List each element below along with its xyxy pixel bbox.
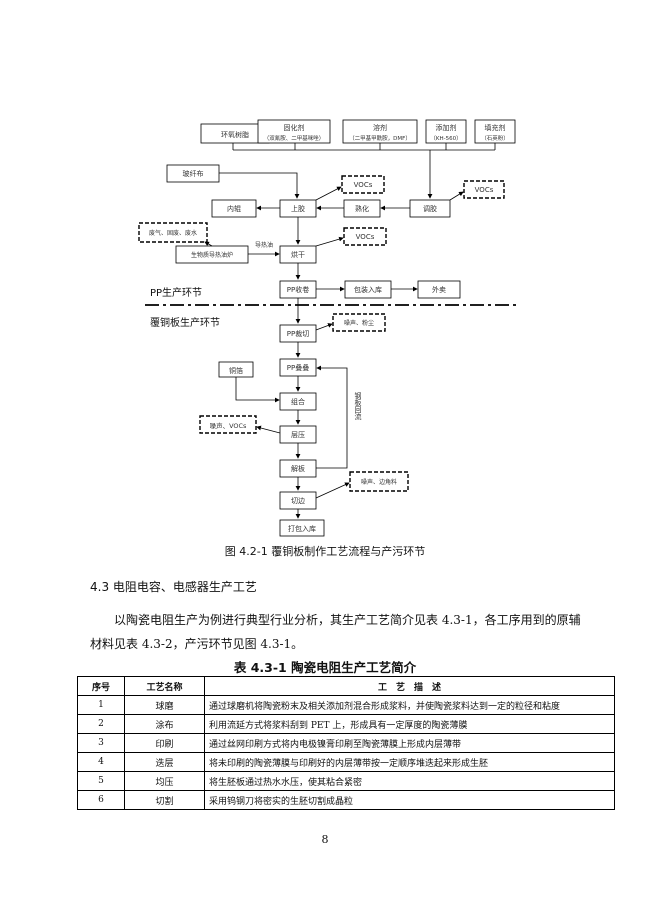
pp-stack-label: PP叠叠 (287, 364, 309, 372)
cell-description: 将未印刷的陶瓷薄膜与印刷好的内层薄带按一定顺序堆迭起来形成生胚 (204, 752, 615, 772)
cell-description: 通过丝网印刷方式将内电极镍膏印刷至陶瓷薄膜上形成内层薄带 (204, 733, 615, 753)
material-solvent-sub: （二甲基甲酰胺，DMF） (349, 134, 411, 142)
cell-description: 利用流延方式将浆料刮到 PET 上，形成具有一定厚度的陶瓷薄膜 (204, 714, 615, 734)
cell-index: 3 (77, 733, 125, 753)
material-additive: 添加剂 (436, 123, 457, 132)
glass-fabric-label: 玻纤布 (183, 169, 204, 178)
trim-label: 切边 (291, 496, 305, 505)
heater-label: 生物质导热油炉 (191, 251, 233, 259)
material-additive-sub: （KH-560） (430, 135, 461, 142)
table-row: 6 切割 采用钨钢刀将密实的生胚切割成晶粒 (77, 790, 615, 810)
cell-process: 印刷 (124, 733, 205, 753)
col-header-process: 工艺名称 (124, 676, 205, 696)
table-header-row: 序号 工艺名称 工 艺 描 述 (77, 676, 615, 696)
material-epoxy: 环氧树脂 (221, 130, 249, 139)
gluing-label: 上胶 (291, 204, 305, 213)
col-header-index: 序号 (77, 676, 125, 696)
disassemble-label: 解板 (291, 464, 305, 473)
combine-label: 组合 (291, 397, 305, 406)
steel-return-label: 钢板回流 (354, 391, 362, 421)
table-title: 表 4.3-1 陶瓷电阻生产工艺简介 (233, 660, 417, 675)
cell-index: 1 (77, 695, 125, 715)
cell-process: 切割 (124, 790, 205, 810)
copper-foil-label: 铜箔 (229, 366, 243, 375)
cell-index: 6 (77, 790, 125, 810)
pp-cut-label: PP裁切 (287, 329, 309, 338)
pack-store-label: 包装入库 (354, 285, 382, 294)
cell-description: 采用钨钢刀将密实的生胚切割成晶粒 (204, 790, 615, 810)
table-row: 3 印刷 通过丝网印刷方式将内电极镍膏印刷至陶瓷薄膜上形成内层薄带 (77, 733, 615, 753)
process-flowchart: 环氧树脂 固化剂 （双氰胺、二甲基咪唑） 溶剂 （二甲基甲酰胺，DMF） 添加剂… (138, 119, 520, 537)
table-row: 4 迭层 将未印刷的陶瓷薄膜与印刷好的内层薄带按一定顺序堆迭起来形成生胚 (77, 752, 615, 772)
material-filler-sub: （石英粉） (481, 134, 509, 142)
mixing-label: 调胶 (423, 204, 437, 213)
cell-process: 均压 (124, 771, 205, 791)
vocs-drying-label: VOCs (356, 233, 375, 241)
outsource-label: 外卖 (432, 285, 446, 294)
vocs-mixing-label: VOCs (475, 186, 494, 194)
col-header-description: 工 艺 描 述 (204, 676, 615, 696)
curing-label: 熟化 (355, 204, 369, 213)
cell-process: 迭层 (124, 752, 205, 772)
table-row: 5 均压 将生胚板通过热水水压，使其粘合紧密 (77, 771, 615, 791)
noise-vocs-label: 噪声、VOCs (210, 421, 247, 430)
cell-index: 4 (77, 752, 125, 772)
pp-roll-label: PP收卷 (287, 285, 309, 294)
table-row: 1 球磨 通过球磨机将陶瓷粉末及相关添加剂混合形成浆料，并使陶瓷浆料达到一定的粒… (77, 695, 615, 715)
table-row: 2 涂布 利用流延方式将浆料刮到 PET 上，形成具有一定厚度的陶瓷薄膜 (77, 714, 615, 734)
waste-gas-label: 废气、固废、废水 (149, 229, 197, 237)
drying-label: 烘干 (291, 250, 305, 259)
noise-scrap-label: 噪声、边角料 (361, 478, 397, 486)
cell-index: 2 (77, 714, 125, 734)
material-hardener-sub: （双氰胺、二甲基咪唑） (264, 134, 325, 142)
page-number: 8 (321, 833, 329, 846)
material-filler: 填充剂 (485, 123, 506, 132)
cell-description: 将生胚板通过热水水压，使其粘合紧密 (204, 771, 615, 791)
pp-section-label: PP生产环节 (150, 286, 202, 299)
section-heading: 4.3 电阻电容、电感器生产工艺 (90, 580, 257, 594)
pack-store-2-label: 打包入库 (288, 524, 316, 533)
inner-roll-label: 内辊 (227, 204, 241, 213)
figure-caption: 图 4.2-1 覆铜板制作工艺流程与产污环节 (224, 545, 426, 558)
vocs-gluing-label: VOCs (354, 181, 373, 189)
noise-dust-label: 噪声、粉尘 (344, 319, 374, 327)
press-label: 层压 (291, 431, 305, 439)
process-table: 序号 工艺名称 工 艺 描 述 1 球磨 通过球磨机将陶瓷粉末及相关添加剂混合形… (77, 676, 615, 810)
ccl-section-label: 覆铜板生产环节 (150, 316, 220, 329)
cell-process: 涂布 (124, 714, 205, 734)
cell-index: 5 (77, 771, 125, 791)
cell-process: 球磨 (124, 695, 205, 715)
body-paragraph: 以陶瓷电阻生产为例进行典型行业分析，其生产工艺简介见表 4.3-1，各工序用到的… (90, 613, 581, 651)
cell-description: 通过球磨机将陶瓷粉末及相关添加剂混合形成浆料，并使陶瓷浆料达到一定的粒径和粘度 (204, 695, 615, 715)
material-solvent: 溶剂 (373, 123, 387, 132)
material-hardener: 固化剂 (284, 123, 305, 132)
heat-conduction-label: 导热油 (255, 241, 273, 249)
